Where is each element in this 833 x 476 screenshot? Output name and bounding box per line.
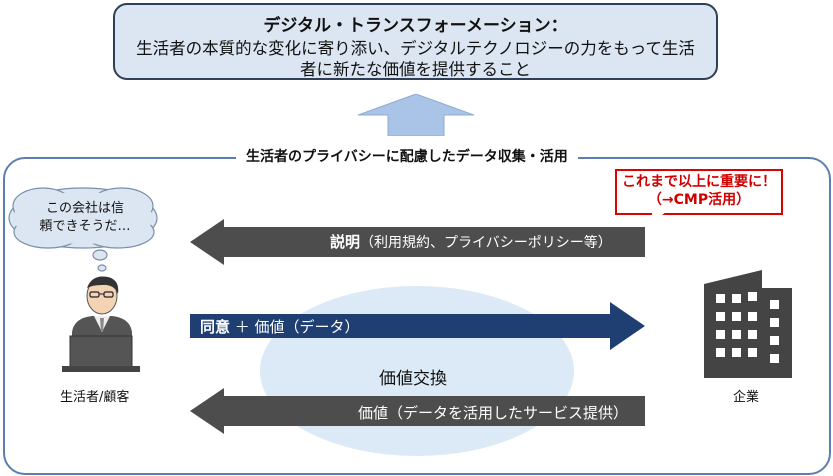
company-label: 企業 bbox=[733, 390, 760, 405]
value-label: 価値（データを活用したサービス提供） bbox=[358, 404, 629, 422]
agreement-bold: 同意 bbox=[200, 318, 231, 336]
value-arrow bbox=[190, 388, 645, 434]
thought-bubble-icon bbox=[8, 187, 158, 272]
definition-box: デジタル・トランスフォーメーション： 生活者の本質的な変化に寄り添い、デジタルテ… bbox=[113, 3, 718, 80]
callout-line-1: これまで以上に重要に！ bbox=[622, 174, 776, 190]
agreement-detail: ＋ 価値（データ） bbox=[230, 318, 360, 336]
thought-line-1: この会社は信 bbox=[45, 201, 124, 216]
consumer-label: 生活者/顧客 bbox=[60, 390, 130, 405]
definition-line-2: 者に新たな価値を提供すること bbox=[300, 60, 531, 79]
thought-line-2: 頼できそうだ… bbox=[39, 219, 131, 234]
explanation-bold: 説明 bbox=[330, 233, 361, 251]
definition-title: デジタル・トランスフォーメーション： bbox=[263, 16, 568, 36]
frame-title: 生活者のプライバシーに配慮したデータ収集・活用 bbox=[236, 147, 578, 167]
agreement-arrow bbox=[190, 302, 645, 350]
building-icon bbox=[704, 270, 792, 378]
value-exchange-text: 価値交換 bbox=[379, 369, 447, 389]
up-arrow-icon bbox=[358, 94, 474, 136]
thought-text: この会社は信 頼できそうだ… bbox=[30, 200, 140, 236]
person-icon bbox=[62, 276, 140, 372]
callout-line-2: （→CMP活用） bbox=[647, 192, 751, 208]
explanation-label: 説明（利用規約、プライバシーポリシー等） bbox=[330, 231, 612, 252]
definition-body: 生活者の本質的な変化に寄り添い、デジタルテクノロジーの力をもって生活 者に新たな… bbox=[115, 38, 716, 80]
definition-line-1: 生活者の本質的な変化に寄り添い、デジタルテクノロジーの力をもって生活 bbox=[136, 39, 695, 58]
callout-box bbox=[615, 169, 783, 215]
explanation-arrow bbox=[190, 219, 645, 265]
agreement-label: 同意 ＋ 価値（データ） bbox=[200, 316, 360, 337]
callout-text: これまで以上に重要に！ （→CMP活用） bbox=[615, 173, 783, 209]
explanation-detail: （利用規約、プライバシーポリシー等） bbox=[360, 235, 612, 251]
